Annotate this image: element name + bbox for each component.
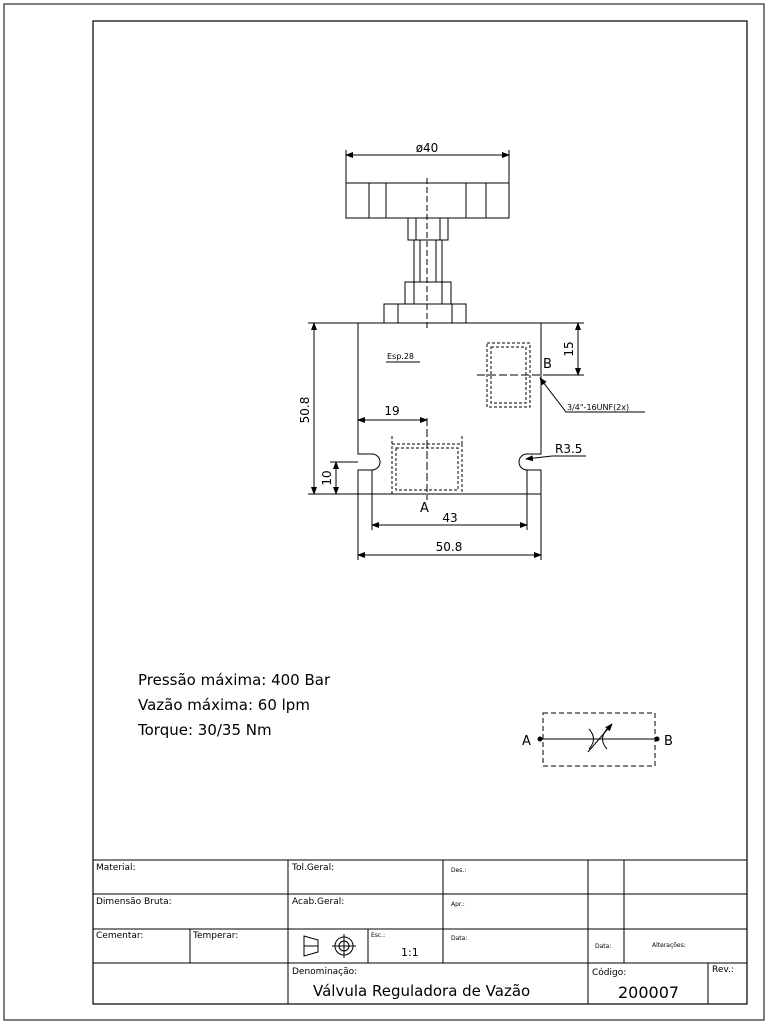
- dim-port-b-offset: 15: [562, 341, 576, 356]
- upper-nut: [407, 217, 449, 241]
- tb-esc-value: 1:1: [401, 946, 419, 959]
- dim-port-center-height: 10: [320, 470, 334, 485]
- tb-codigo-value: 200007: [618, 983, 679, 1002]
- dim-notch-radius: R3.5: [555, 442, 582, 456]
- tb-data-label: Data:: [451, 935, 467, 942]
- inner-border: [92, 20, 748, 1005]
- stem: [413, 239, 443, 283]
- dim-height: 50.8: [298, 397, 312, 424]
- dim-port-depth: 19: [384, 404, 399, 418]
- tb-denominacao-label: Denominação:: [292, 967, 357, 977]
- tb-data2-label: Data:: [595, 943, 611, 950]
- spec-pressure: Pressão máxima: 400 Bar: [138, 671, 331, 689]
- tb-dimensao-label: Dimensão Bruta:: [96, 897, 172, 907]
- gland: [383, 303, 467, 324]
- dim-thread-spec: 3/4"-16UNF(2x): [567, 403, 629, 412]
- dim-body-width: 50.8: [436, 540, 463, 554]
- valve-drawing: [308, 150, 645, 560]
- flow-valve-symbol: [537, 712, 660, 767]
- outer-border: [3, 3, 765, 1021]
- tb-denominacao-value: Válvula Reguladora de Vazão: [313, 982, 530, 1000]
- symbol-port-a: A: [522, 734, 531, 749]
- dim-knob-diameter: ø40: [416, 141, 439, 155]
- tb-codigo-label: Código:: [592, 967, 626, 978]
- lower-nut: [404, 281, 452, 305]
- tb-material-label: Material:: [96, 863, 136, 873]
- tb-apr-label: Apr.:: [451, 901, 465, 908]
- projection-cone-icon: [303, 935, 319, 957]
- tb-des-label: Des.:: [451, 867, 466, 874]
- label-port-b: B: [543, 357, 552, 372]
- tb-rev-label: Rev.:: [712, 965, 734, 975]
- spec-flow: Vazão máxima: 60 lpm: [138, 696, 310, 714]
- tb-acab-label: Acab.Geral:: [292, 897, 344, 907]
- dim-port-spacing: 43: [442, 511, 457, 525]
- tb-esc-label: Esc.:: [371, 932, 385, 939]
- label-thickness: Esp.28: [387, 352, 414, 361]
- tb-alteracoes-label: Alterações:: [652, 942, 686, 949]
- label-port-a: A: [420, 501, 429, 516]
- symbol-port-b: B: [664, 734, 673, 749]
- tb-tol-label: Tol.Geral:: [291, 863, 334, 873]
- spec-torque: Torque: 30/35 Nm: [137, 721, 272, 739]
- tb-cementar-label: Cementar:: [96, 931, 143, 941]
- title-block: [93, 859, 747, 1004]
- tb-temperar-label: Temperar:: [192, 931, 238, 941]
